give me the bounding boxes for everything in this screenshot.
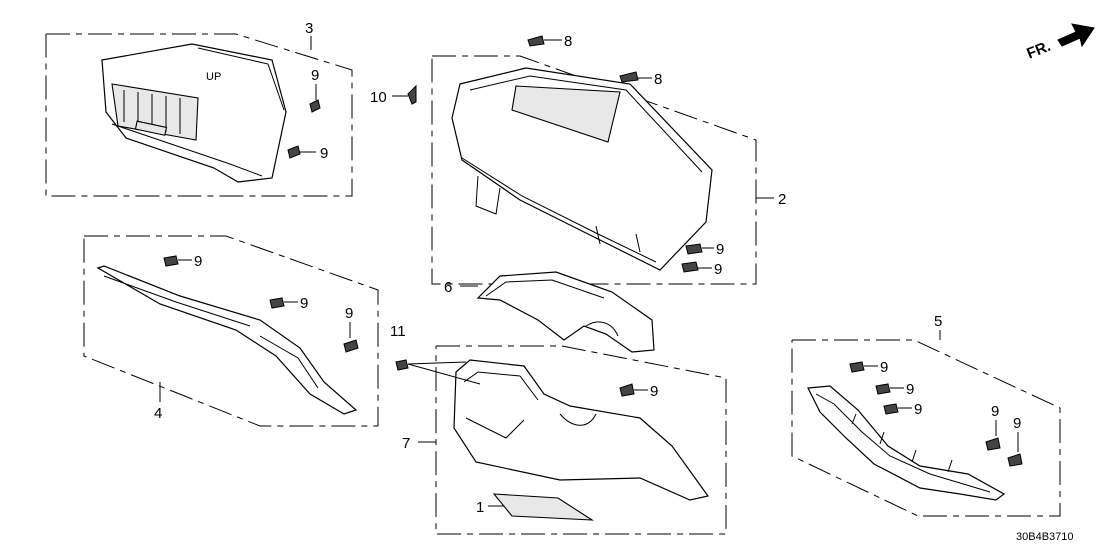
callout-9-4c: 9 xyxy=(345,305,353,322)
clip-8-icon xyxy=(527,35,545,47)
clip-9-icon xyxy=(163,255,179,267)
group-4-frame xyxy=(83,235,379,427)
screw-10-icon xyxy=(407,84,417,105)
panel-switch xyxy=(134,120,168,136)
callout-11: 11 xyxy=(390,323,406,340)
meter-lens xyxy=(511,85,621,143)
callout-9-5e: 9 xyxy=(1013,415,1021,432)
column-cover-upper-outline xyxy=(476,271,655,353)
callout-9-3a: 9 xyxy=(311,67,319,84)
group-3-frame xyxy=(45,33,353,197)
visor-tabs xyxy=(595,225,641,253)
vent-slats xyxy=(123,90,181,134)
cover-upper-edge xyxy=(485,279,605,299)
clip-9-icon xyxy=(269,297,285,309)
clip-8-icon xyxy=(619,71,639,83)
callout-9-7: 9 xyxy=(650,383,658,400)
callout-9-5a: 9 xyxy=(880,359,888,376)
clip-9-icon xyxy=(619,383,635,397)
cover-opening xyxy=(585,321,619,337)
callout-9-5b: 9 xyxy=(906,381,914,398)
garnish-inner-edge xyxy=(103,275,251,327)
clip-9-icon xyxy=(343,339,359,353)
callout-9-4a: 9 xyxy=(194,253,202,270)
garnish-fold xyxy=(259,335,319,389)
callout-4: 4 xyxy=(154,405,162,422)
callout-9-5c: 9 xyxy=(914,401,922,418)
front-arrow-icon xyxy=(1057,23,1095,48)
group-7-frame xyxy=(435,345,727,535)
panel-top-edge xyxy=(197,47,285,111)
cover-lower-recess xyxy=(465,417,525,439)
clip-9-icon xyxy=(985,437,1001,451)
visor-bottom-edge xyxy=(461,157,657,263)
screw-11-icon xyxy=(395,359,409,371)
callout-8b: 8 xyxy=(654,71,662,88)
visor-bracket-left xyxy=(475,175,501,215)
clip-9-icon xyxy=(849,361,865,373)
meter-visor-outline xyxy=(451,67,713,271)
dash-garnish-outline xyxy=(96,265,358,415)
clip-9-icon xyxy=(309,99,321,113)
callout-6: 6 xyxy=(444,279,452,296)
lower-panel-inner-edge xyxy=(815,393,991,493)
callout-1: 1 xyxy=(476,499,484,516)
clip-9-icon xyxy=(875,383,891,395)
lower-panel-outline xyxy=(807,385,1006,501)
cover-lower-upper-edge xyxy=(463,371,539,401)
clip-9-icon xyxy=(685,243,703,255)
callout-7: 7 xyxy=(402,435,410,452)
group-2-meter-visor: 2 8 8 10 9 9 xyxy=(370,33,786,285)
callout-9-2b: 9 xyxy=(714,261,722,278)
diagram-code: 30B4B3710 xyxy=(1016,531,1074,543)
front-label: FR. xyxy=(1024,38,1053,63)
group-7-column-cover-lower: 7 1 11 9 xyxy=(390,323,727,535)
group-2-frame xyxy=(431,55,757,285)
column-cover-lower-outline xyxy=(453,359,710,501)
callout-9-2a: 9 xyxy=(716,241,724,258)
group-6-column-cover-upper: 6 xyxy=(444,271,655,353)
label-sheet xyxy=(492,493,595,521)
visor-top-edge xyxy=(469,75,703,173)
leader-11b xyxy=(407,363,481,385)
panel-lower-edge xyxy=(111,123,263,177)
lower-panel-tabs xyxy=(851,413,953,473)
callout-3: 3 xyxy=(305,20,313,37)
group-5-frame xyxy=(791,339,1061,517)
cover-lower-opening xyxy=(559,413,597,426)
callout-8a: 8 xyxy=(564,33,572,50)
clip-9-icon xyxy=(1007,453,1023,467)
vent-grille xyxy=(111,83,199,141)
callout-5: 5 xyxy=(934,313,942,330)
callout-2: 2 xyxy=(778,191,786,208)
embossed-up-text: UP xyxy=(206,71,221,83)
group-5-lower-panel: 5 9 9 9 9 9 xyxy=(791,313,1061,517)
front-direction-indicator: FR. xyxy=(1024,23,1095,63)
clip-9-icon xyxy=(681,261,699,273)
callout-9-3b: 9 xyxy=(320,145,328,162)
clip-9-icon xyxy=(883,403,899,415)
clip-9-icon xyxy=(287,145,301,159)
leader-11a xyxy=(407,361,467,365)
callout-10: 10 xyxy=(370,89,387,106)
group-3-center-panel: UP 3 9 9 xyxy=(45,20,353,197)
callout-9-4b: 9 xyxy=(300,295,308,312)
callout-9-5d: 9 xyxy=(991,403,999,420)
group-4-dash-garnish: 4 9 9 9 xyxy=(83,235,379,427)
